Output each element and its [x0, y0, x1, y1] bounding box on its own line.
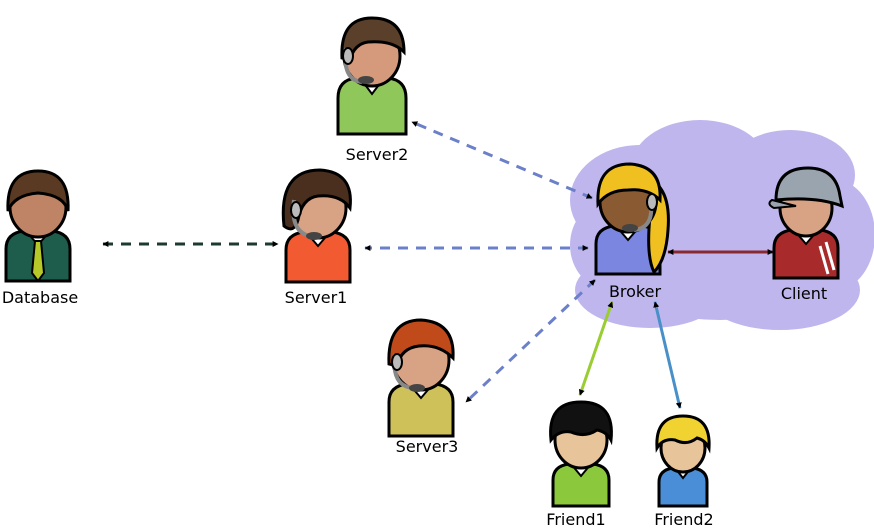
edge-broker-server2: [411, 120, 593, 200]
friend2-label: Friend2: [654, 510, 713, 528]
friend2-person-icon: [655, 414, 711, 508]
database-label: Database: [2, 288, 78, 307]
server2-person-icon: [336, 16, 408, 136]
server2-label: Server2: [346, 145, 409, 164]
edge-broker-server3: [464, 278, 597, 404]
broker-label: Broker: [609, 282, 662, 301]
broker-person-icon: [594, 162, 670, 276]
edge-broker-friend1: [578, 301, 614, 396]
edge-broker-friend2: [653, 301, 682, 409]
database-person-icon: [4, 169, 72, 283]
server3-person-icon: [387, 318, 455, 438]
server1-person-icon: [281, 168, 352, 284]
client-label: Client: [781, 284, 827, 303]
server3-label: Server3: [396, 437, 459, 456]
friend1-label: Friend1: [546, 510, 605, 528]
server1-label: Server1: [285, 288, 348, 307]
friend1-person-icon: [549, 400, 613, 508]
client-person-icon: [768, 166, 845, 280]
